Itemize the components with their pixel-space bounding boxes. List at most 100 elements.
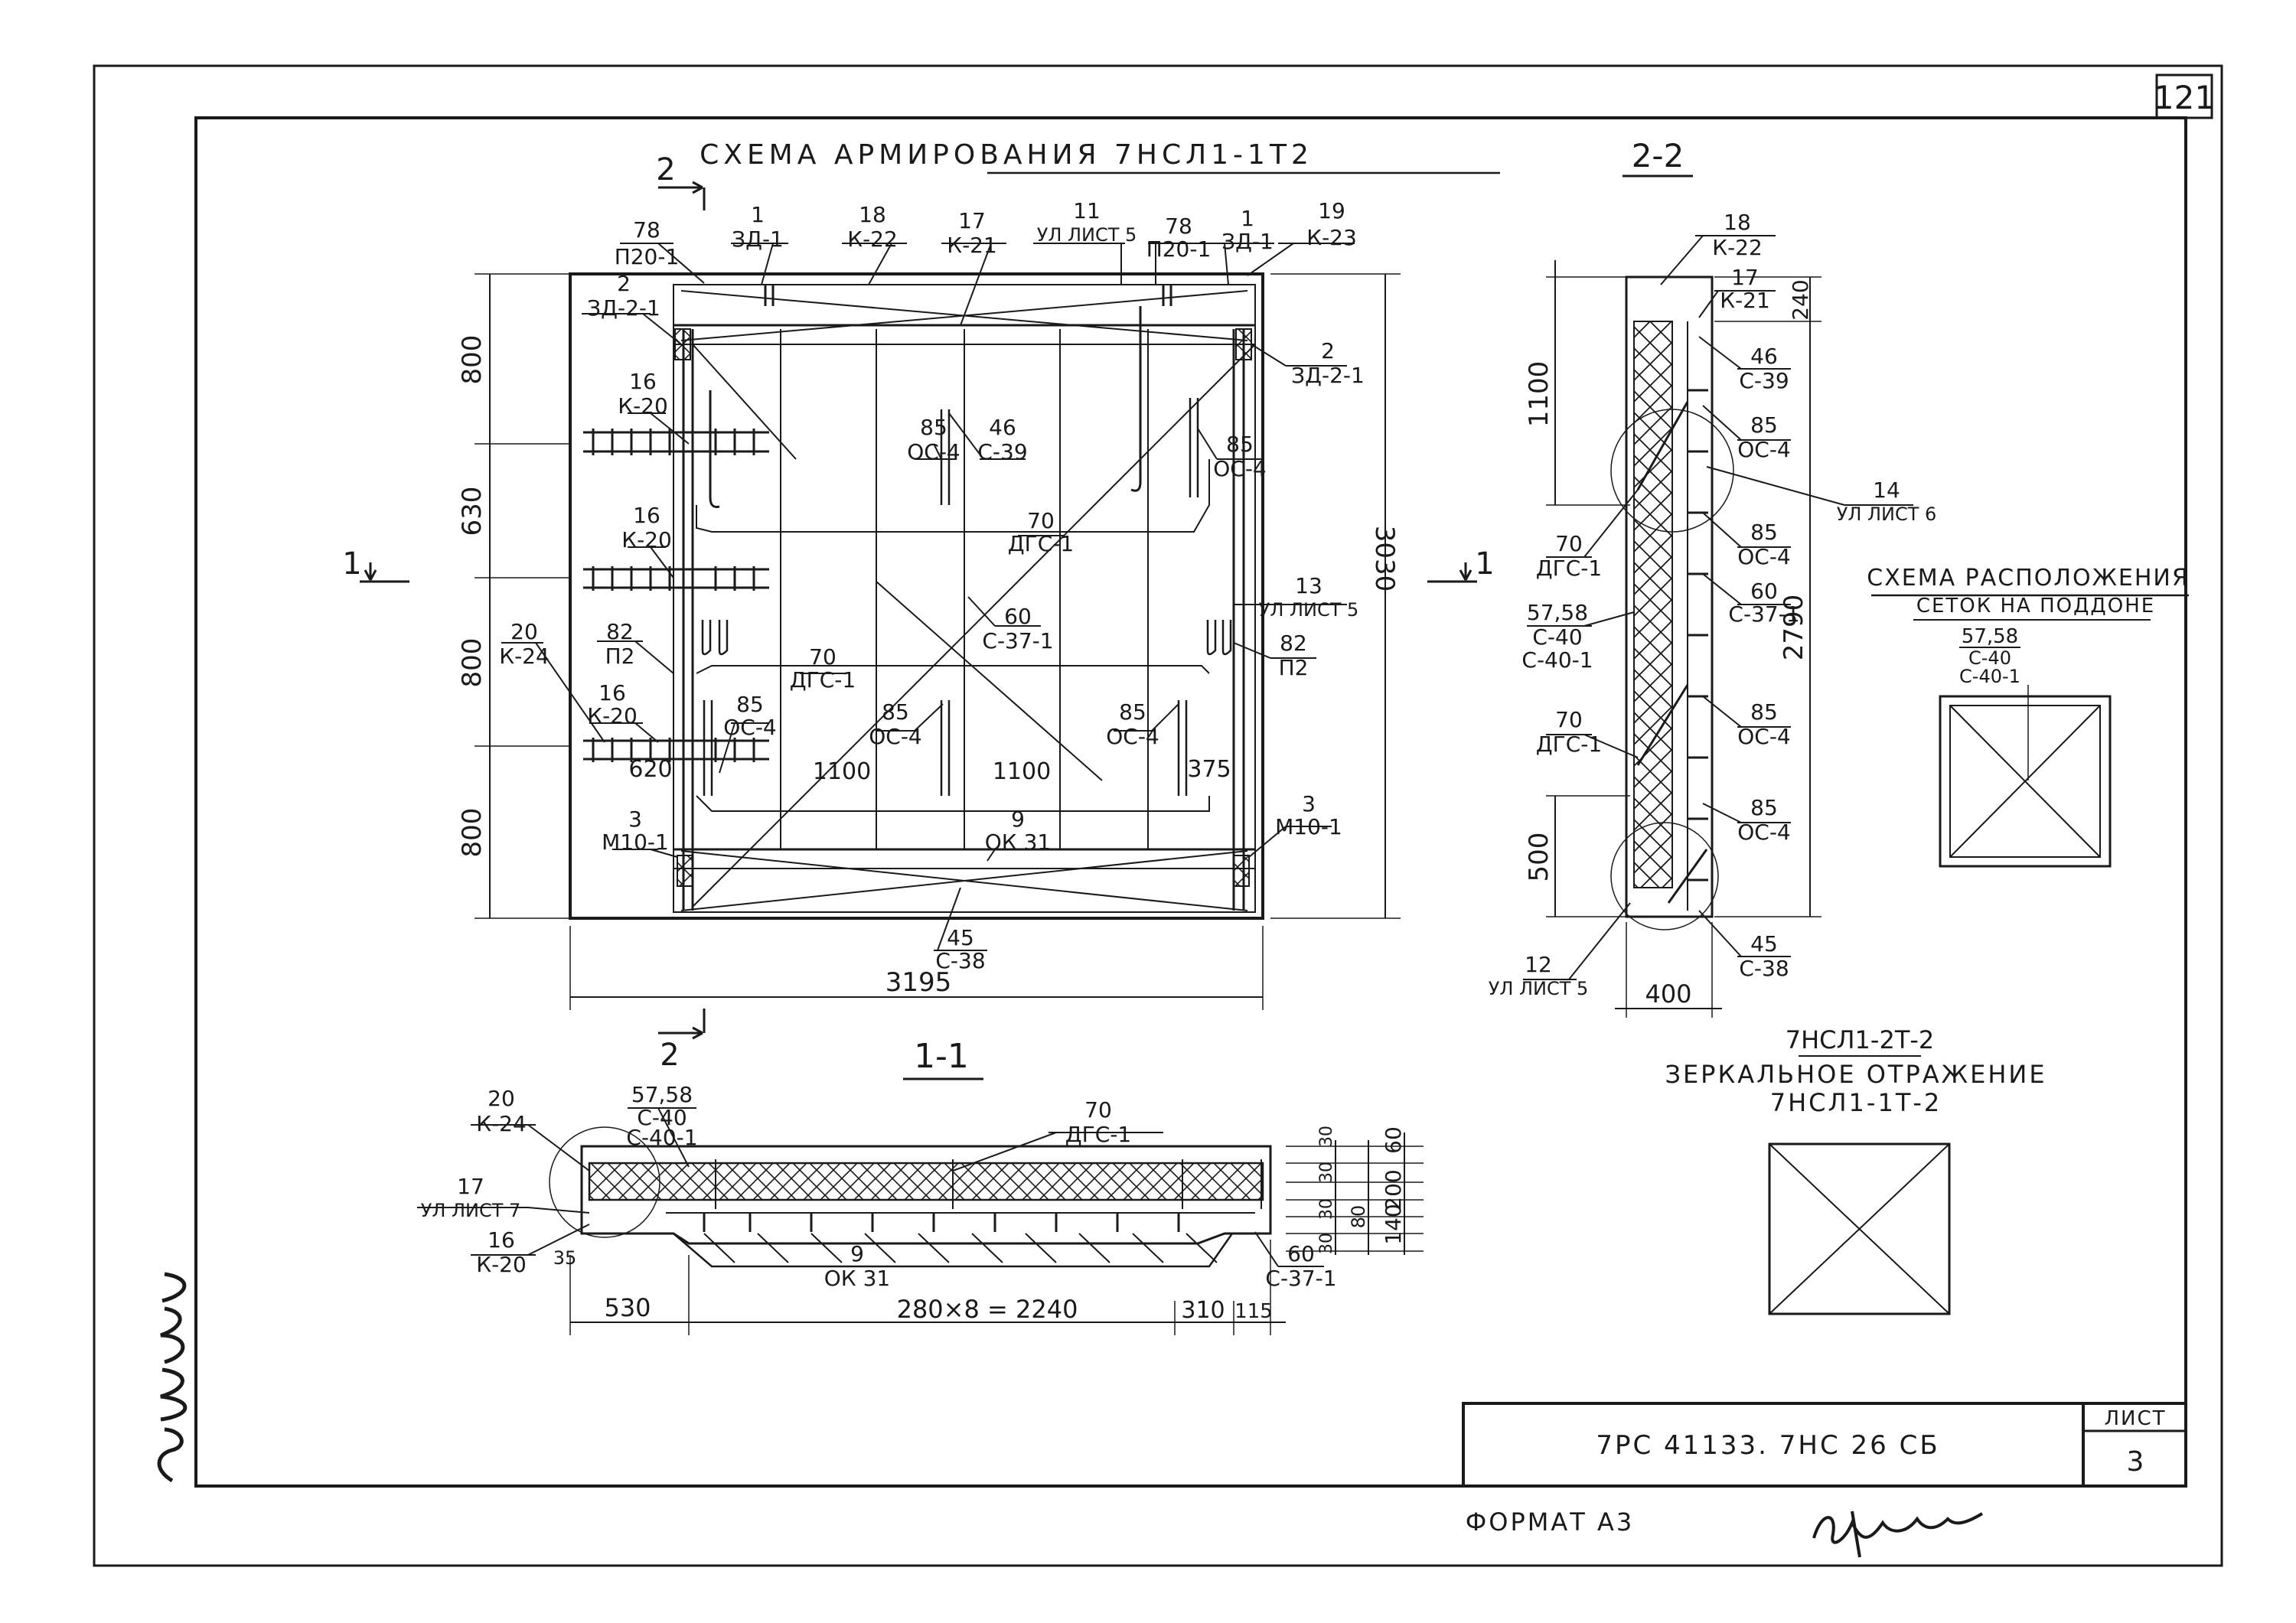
title-block-sheet-value: 3	[2127, 1446, 2144, 1478]
plan-callout-num: 82	[606, 619, 634, 644]
plan-callout-num: 3	[628, 807, 642, 832]
plan-callout-num: 1	[751, 202, 765, 227]
mirror-line-1: ЗЕРКАЛЬНОЕ ОТРАЖЕНИЕ	[1665, 1060, 2047, 1089]
cut-markers	[360, 181, 1477, 1040]
cut-2-bottom: 2	[660, 1038, 679, 1073]
cut-1-left: 1	[342, 546, 361, 582]
loop-p2	[701, 620, 729, 656]
section-11-lower-outline	[673, 1233, 1234, 1268]
plan-callout-code: ЗД-2-1	[1291, 363, 1365, 388]
side-detail-circle	[1610, 409, 1734, 533]
section-callout-num: 20	[488, 1086, 515, 1111]
title-block-code: 7РС 41133. 7НС 26 СБ	[1596, 1430, 1939, 1461]
outer-frame	[93, 64, 2223, 1567]
plan-callout-num: 13	[1295, 573, 1322, 598]
side-callouts: 18 К-22 17 К-21 46 С-39 85 ОС-4 14 УЛ ЛИ…	[1489, 210, 1937, 999]
section-22-title: 2-2	[1632, 137, 1684, 174]
diagonal-rebar	[876, 581, 1103, 781]
diagonal-rebar	[692, 344, 797, 460]
loop-p20	[764, 285, 1172, 306]
plan-callout-code: ЗД-1	[1221, 229, 1274, 254]
plate-m10-right	[1233, 855, 1250, 887]
plan-callout-code: ОС-4	[869, 724, 922, 749]
dim-2790: 2790	[1779, 595, 1809, 661]
plan-callout-code: П20-1	[1146, 236, 1212, 262]
cut-1-right: 1	[1475, 546, 1494, 582]
side-callout-code: УЛ ЛИСТ 5	[1489, 978, 1589, 999]
plan-callout-num: 18	[859, 202, 886, 227]
format-label: ФОРМАТ А3	[1466, 1507, 1635, 1537]
os4-detail	[940, 409, 951, 505]
plan-callouts: 78 П20-1 1 ЗД-1 18 К-22 17 К-21 11 УЛ ЛИ…	[499, 198, 1365, 973]
plan-callout-code: ДГС-1	[1008, 531, 1074, 556]
side-callout-num: 85	[1750, 412, 1778, 438]
plan-callout-num: 46	[989, 415, 1016, 440]
side-insulation	[1633, 321, 1673, 888]
plan-callout-num: 2	[617, 271, 631, 296]
dim-800-a: 800	[457, 335, 488, 385]
plan-callout-code: К-23	[1306, 225, 1357, 250]
dim-500: 500	[1524, 833, 1554, 882]
ladder-k20-bottom	[583, 738, 769, 762]
plan-callout-code: М10-1	[602, 829, 669, 855]
plan-callout-code: С-38	[935, 948, 985, 973]
side-diagonal	[1636, 684, 1689, 766]
dim-200: 200	[1381, 1169, 1406, 1210]
dim-375: 375	[1187, 756, 1231, 783]
plan-callout-code: К-20	[618, 393, 668, 419]
section-callout-code: ДГС-1	[1065, 1122, 1131, 1147]
section-callout-num: 16	[488, 1227, 515, 1253]
dim-310: 310	[1181, 1297, 1225, 1324]
plate-m10-left	[677, 855, 693, 887]
handwritten-signature	[1812, 1511, 1984, 1558]
pallet-diagram	[1939, 685, 2112, 868]
side-callout-num: 60	[1750, 578, 1778, 604]
section-callout-code2: С-40-1	[626, 1125, 697, 1150]
side-callout-code: ОС-4	[1737, 544, 1791, 569]
pallet-mark-num: 57,58	[1962, 625, 2018, 648]
side-callout-num: 17	[1731, 265, 1759, 290]
inner-frame	[194, 116, 2187, 1488]
dim-80: 80	[1348, 1205, 1369, 1229]
plan-outline	[569, 272, 1264, 920]
plan-callout-num: 9	[1011, 807, 1025, 832]
dim-1100-side: 1100	[1524, 361, 1554, 428]
dim-35: 35	[553, 1247, 577, 1269]
dim-30b: 30	[1317, 1162, 1336, 1183]
diagonal-rebar	[692, 344, 1256, 908]
section-11-insulation	[588, 1162, 1264, 1201]
dim-3195: 3195	[885, 967, 952, 998]
dim-60: 60	[1381, 1126, 1406, 1154]
handwritten-archive-number	[157, 1272, 188, 1483]
mirror-mark: 7НСЛ1-2Т-2	[1786, 1025, 1935, 1054]
hook-c39	[709, 390, 720, 508]
dim-620: 620	[628, 756, 672, 783]
dim-800-b: 800	[457, 638, 488, 688]
plan-callout-code: ЗД-2-1	[587, 295, 660, 321]
dim-530: 530	[604, 1293, 651, 1322]
side-callout-code: С-40	[1532, 624, 1582, 650]
side-callout-code2: С-40-1	[1521, 647, 1593, 673]
side-callout-num: 12	[1525, 952, 1552, 977]
plan-callout-num: 85	[920, 415, 947, 440]
mirror-diagram	[1768, 1142, 1951, 1315]
dim-800-c: 800	[457, 808, 488, 858]
dim-1100-b: 1100	[993, 758, 1051, 785]
side-callout-num: 70	[1555, 531, 1583, 556]
title-block-sheet-label: ЛИСТ	[2104, 1407, 2166, 1430]
plan-callout-code: УЛ ЛИСТ 5	[1259, 599, 1359, 621]
side-diagonal	[1667, 849, 1708, 904]
side-callout-code: К-22	[1712, 235, 1763, 260]
plan-dimensions	[475, 273, 1401, 1010]
plan-callout-code: П2	[605, 644, 635, 669]
plan-callout-num: 3	[1302, 791, 1316, 816]
plan-callout-code: ОС-4	[723, 715, 777, 740]
plan-callout-num: 82	[1280, 631, 1307, 656]
section-callout-num: 70	[1084, 1097, 1112, 1123]
plan-callout-code: С-39	[977, 439, 1027, 464]
ladder-k20-mid	[583, 566, 769, 591]
side-callout-num: 46	[1750, 344, 1778, 369]
plan-callout-code: К-20	[621, 527, 672, 552]
dim-630: 630	[457, 487, 488, 536]
side-callout-num: 18	[1724, 210, 1751, 235]
